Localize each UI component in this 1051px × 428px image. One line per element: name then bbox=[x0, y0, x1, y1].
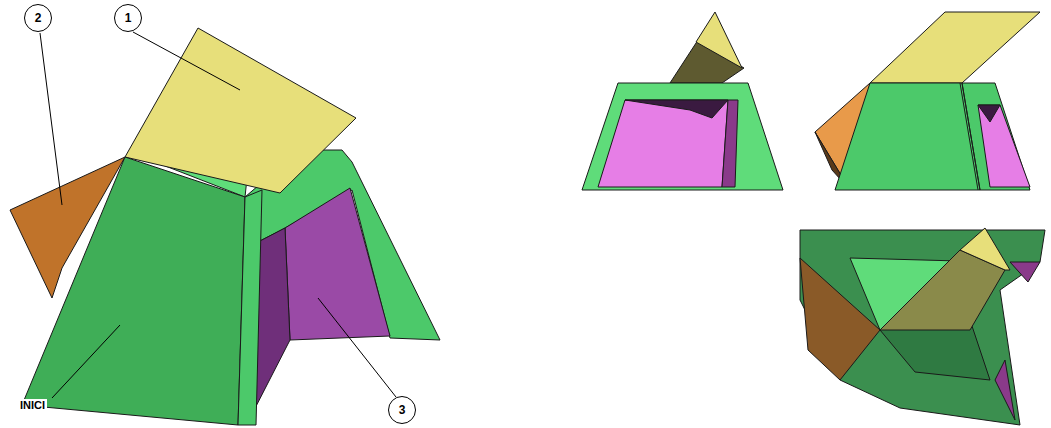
edge bbox=[960, 83, 978, 190]
leader-line bbox=[40, 33, 62, 205]
view-shadow bbox=[978, 105, 1000, 122]
leader-line bbox=[133, 32, 240, 90]
view-inner bbox=[978, 105, 1030, 187]
plate-view bbox=[800, 258, 880, 380]
part-label: INICI bbox=[18, 399, 47, 411]
view-shadow bbox=[625, 100, 728, 118]
view-inner bbox=[1010, 262, 1040, 282]
view-body bbox=[800, 230, 1045, 425]
view-body bbox=[835, 83, 1030, 190]
view-body bbox=[582, 83, 783, 190]
leader-line bbox=[52, 325, 120, 398]
edge bbox=[962, 83, 980, 190]
inner-face bbox=[285, 188, 390, 340]
plate-view bbox=[870, 12, 1040, 83]
view-inner bbox=[995, 360, 1015, 420]
plate-view bbox=[696, 12, 742, 68]
callout-number: 2 bbox=[24, 4, 52, 32]
view-inner-side bbox=[722, 100, 738, 187]
front-side bbox=[238, 190, 262, 425]
front-face bbox=[22, 157, 245, 425]
view-inner bbox=[598, 100, 728, 187]
callout-number: 1 bbox=[114, 4, 142, 32]
plate-view bbox=[960, 228, 1010, 270]
callout-number: 3 bbox=[388, 396, 416, 424]
leader-line bbox=[318, 298, 396, 397]
